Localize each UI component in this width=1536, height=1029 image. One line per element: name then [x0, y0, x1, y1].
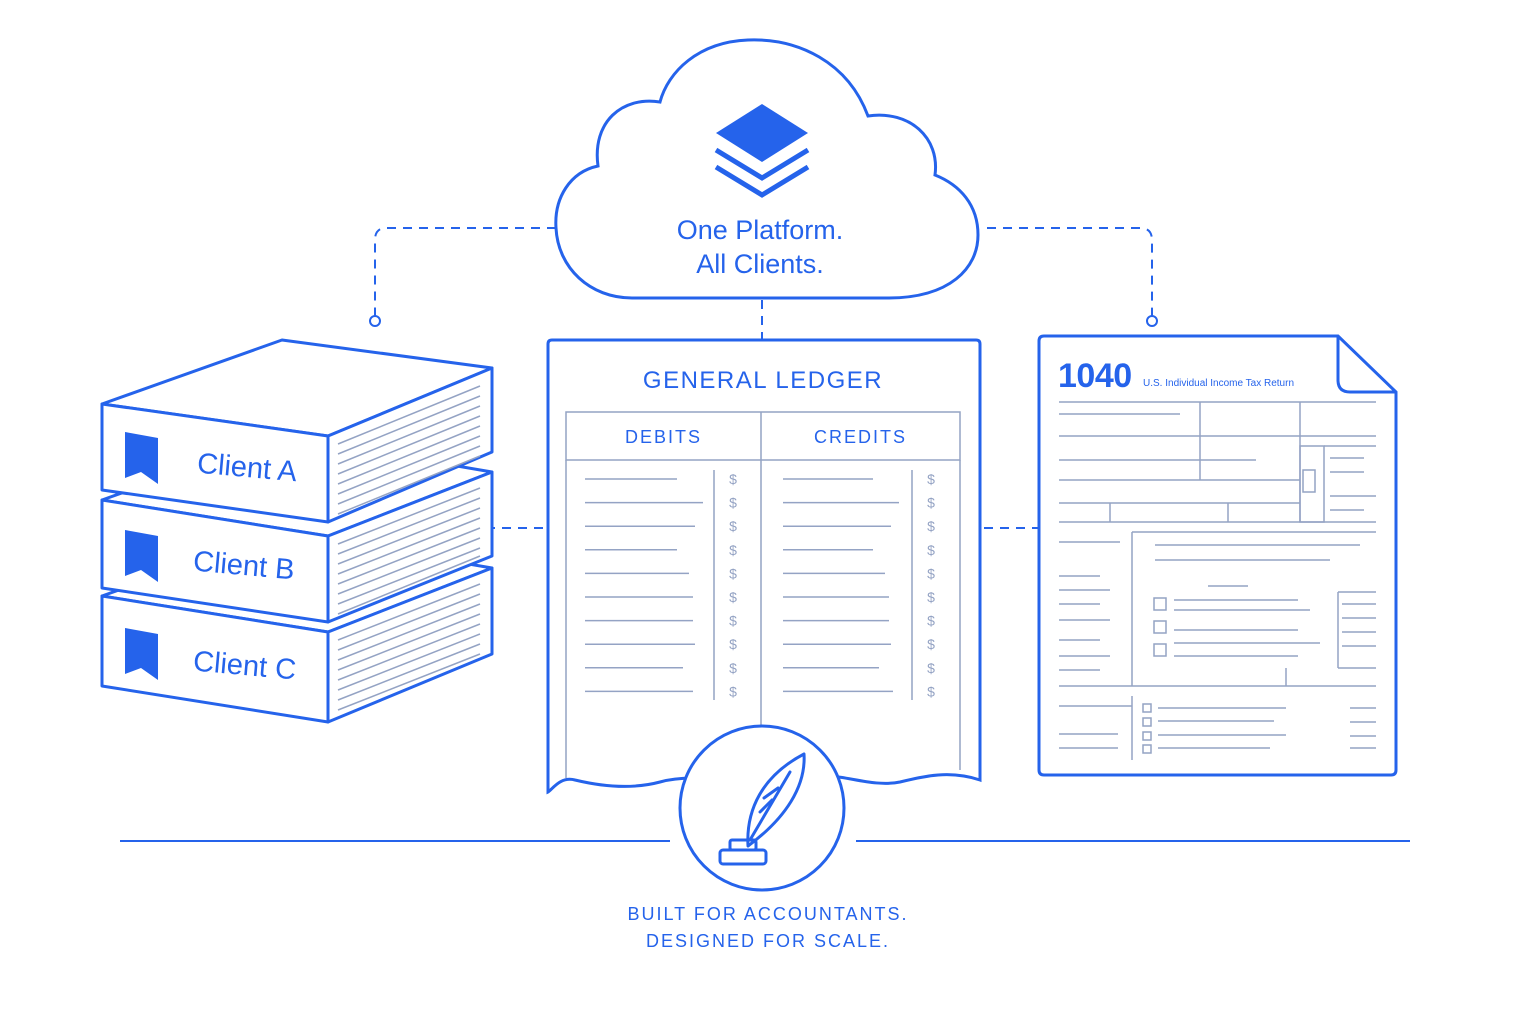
ledger-col-credits: CREDITS — [813, 427, 907, 447]
tagline-line2: DESIGNED FOR SCALE. — [645, 931, 891, 951]
currency-symbol: $ — [729, 565, 737, 581]
cloud-title-line2: All Clients. — [696, 249, 824, 279]
ledger-rows: $ $ $ $ $ $ $ $ $ $ $ $ $ $ $ $ $ $ $ $ — [585, 471, 935, 699]
form-number: 1040 — [1058, 357, 1132, 395]
currency-symbol: $ — [729, 636, 737, 652]
currency-symbol: $ — [927, 683, 935, 699]
currency-symbol: $ — [729, 660, 737, 676]
form-lines — [1059, 401, 1376, 760]
bookmark-icon — [125, 628, 158, 680]
currency-symbol: $ — [729, 471, 737, 487]
cloud-outline — [554, 38, 980, 300]
cloud — [554, 38, 980, 300]
currency-symbol: $ — [927, 495, 935, 511]
currency-symbol: $ — [927, 542, 935, 558]
client-books — [100, 338, 494, 724]
form-description: U.S. Individual Income Tax Return — [1143, 378, 1295, 389]
currency-symbol: $ — [927, 471, 935, 487]
ledger-col-debits: DEBITS — [624, 427, 702, 447]
tax-form-1040 — [1037, 334, 1398, 777]
connector-cloud-right — [987, 227, 1153, 316]
currency-symbol: $ — [729, 495, 737, 511]
stacked-layers-icon — [714, 104, 810, 198]
currency-symbol: $ — [729, 542, 737, 558]
currency-symbol: $ — [729, 589, 737, 605]
bookmark-icon — [125, 432, 158, 484]
book-client-a — [100, 338, 494, 524]
currency-symbol: $ — [927, 636, 935, 652]
currency-symbol: $ — [729, 683, 737, 699]
currency-symbol: $ — [927, 613, 935, 629]
connector-node-right — [1146, 315, 1158, 327]
currency-symbol: $ — [927, 518, 935, 534]
connector-node-left — [369, 315, 381, 327]
currency-symbol: $ — [927, 565, 935, 581]
ledger-title: GENERAL LEDGER — [642, 367, 884, 394]
currency-symbol: $ — [927, 589, 935, 605]
connector-cloud-left — [374, 227, 556, 316]
quill-inkwell-icon — [718, 752, 806, 866]
general-ledger: $ $ $ $ $ $ $ $ $ $ $ $ $ $ $ $ $ $ $ $ — [546, 338, 982, 795]
ledger-sheet — [546, 338, 982, 795]
cloud-title-line1: One Platform. — [676, 215, 844, 245]
bookmark-icon — [125, 530, 158, 582]
currency-symbol: $ — [729, 613, 737, 629]
form-page-curl — [1336, 336, 1396, 394]
connectors — [374, 227, 1153, 529]
tagline-line1: BUILT FOR ACCOUNTANTS. — [627, 904, 909, 924]
ledger-grid — [565, 411, 961, 782]
currency-symbol: $ — [927, 660, 935, 676]
currency-symbol: $ — [729, 518, 737, 534]
